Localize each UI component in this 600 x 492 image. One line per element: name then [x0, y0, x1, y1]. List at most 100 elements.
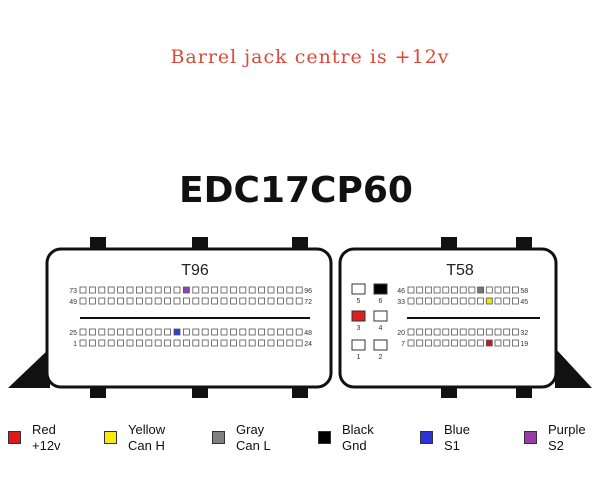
t96-pin: [295, 286, 303, 294]
legend-signal: S1: [444, 438, 460, 453]
t96-pin: [295, 297, 303, 305]
t96-pin: [201, 286, 209, 294]
legend-signal: Can H: [128, 438, 165, 453]
t96-label: T96: [181, 262, 209, 279]
t96-pin: [286, 339, 294, 347]
legend-color-name: Black: [342, 422, 374, 437]
t96-pin: [173, 286, 181, 294]
t96-row-4-end-label: 24: [304, 341, 312, 348]
legend-swatch: [318, 431, 331, 444]
legend-swatch: [8, 431, 21, 444]
t96-row-3-end-label: 48: [304, 330, 312, 337]
t96-pin: [145, 297, 153, 305]
legend-swatch: [524, 431, 537, 444]
t58-pin: [442, 328, 450, 336]
t96-pin: [173, 297, 181, 305]
t96-pin: [107, 328, 115, 336]
t96-pin: [164, 286, 172, 294]
t58-row-2-start-label: 33: [397, 299, 405, 306]
t96-pin: [164, 339, 172, 347]
t96-pin: [211, 286, 219, 294]
t58-power-pin-1: [351, 339, 366, 351]
legend-swatch: [420, 431, 433, 444]
t58-pin: [459, 328, 467, 336]
t96-pin: [98, 286, 106, 294]
t96-pin: [258, 297, 266, 305]
t58-pin: [477, 328, 485, 336]
t96-pin: [135, 286, 143, 294]
t58-pin: [459, 297, 467, 305]
t96-pin: [276, 339, 284, 347]
t96-pin: [229, 286, 237, 294]
t96-pin: [220, 328, 228, 336]
t58-pin: [442, 339, 450, 347]
t96-pin: [89, 286, 96, 294]
t58-pin: [485, 339, 493, 347]
t58-power-pin-label: 1: [357, 354, 361, 361]
t96-row-2-end-label: 72: [304, 299, 312, 306]
t58-pin: [416, 328, 424, 336]
t96-pin: [276, 286, 284, 294]
t58-pin: [485, 286, 493, 294]
t58-pin: [433, 297, 441, 305]
t96-pin: [164, 297, 172, 305]
t58-pin: [424, 286, 432, 294]
t96-pin: [117, 297, 124, 305]
t96-pin: [295, 328, 303, 336]
t58-pin: [512, 328, 519, 336]
t96-pin: [229, 328, 237, 336]
t58-power-pin-6: [373, 283, 388, 295]
t58-pin: [494, 286, 502, 294]
t58-pin: [468, 297, 476, 305]
t96-pin: [126, 328, 134, 336]
t58-row-4-end-label: 19: [520, 341, 528, 348]
t96-pin: [267, 297, 275, 305]
t96-pin: [248, 328, 256, 336]
t96-pin: [220, 297, 228, 305]
t96-pin: [79, 328, 87, 336]
t96-pin: [201, 297, 209, 305]
t96-pin: [192, 328, 200, 336]
legend-color-name: Purple: [548, 422, 586, 437]
t58-row-1-end-label: 58: [520, 288, 528, 295]
t58-power-pin-5: [351, 283, 366, 295]
t96-pin: [182, 297, 190, 305]
t96-pin: [154, 339, 162, 347]
t58-side-ramp: [555, 348, 592, 388]
t58-pin: [407, 297, 415, 305]
t58-pin: [416, 297, 424, 305]
t96-pin: [117, 339, 124, 347]
t58-pin: [451, 328, 458, 336]
t96-pin: [258, 328, 266, 336]
t58-label: T58: [446, 262, 474, 279]
t96-pin: [107, 286, 115, 294]
t96-pin: [117, 286, 124, 294]
legend-signal: Can L: [236, 438, 271, 453]
t96-pin: [267, 286, 275, 294]
t96-pin: [135, 297, 143, 305]
t96-pin: [145, 286, 153, 294]
t58-power-pin-label: 2: [379, 354, 383, 361]
t96-pin: [258, 286, 266, 294]
legend-color-name: Gray: [236, 422, 265, 437]
t96-row-3-start-label: 25: [69, 330, 77, 337]
t58-pin: [485, 297, 493, 305]
t58-pin: [451, 339, 458, 347]
t96-pin: [201, 339, 209, 347]
t58-pin: [494, 339, 502, 347]
t58-pin: [512, 286, 519, 294]
t96-pin: [145, 328, 153, 336]
t96-pin: [201, 328, 209, 336]
t58-pin: [477, 339, 485, 347]
t58-pin: [494, 297, 502, 305]
t96-pin: [239, 286, 247, 294]
t58-power-pin-label: 5: [357, 298, 361, 305]
t96-pin: [220, 286, 228, 294]
t96-pin: [286, 328, 294, 336]
